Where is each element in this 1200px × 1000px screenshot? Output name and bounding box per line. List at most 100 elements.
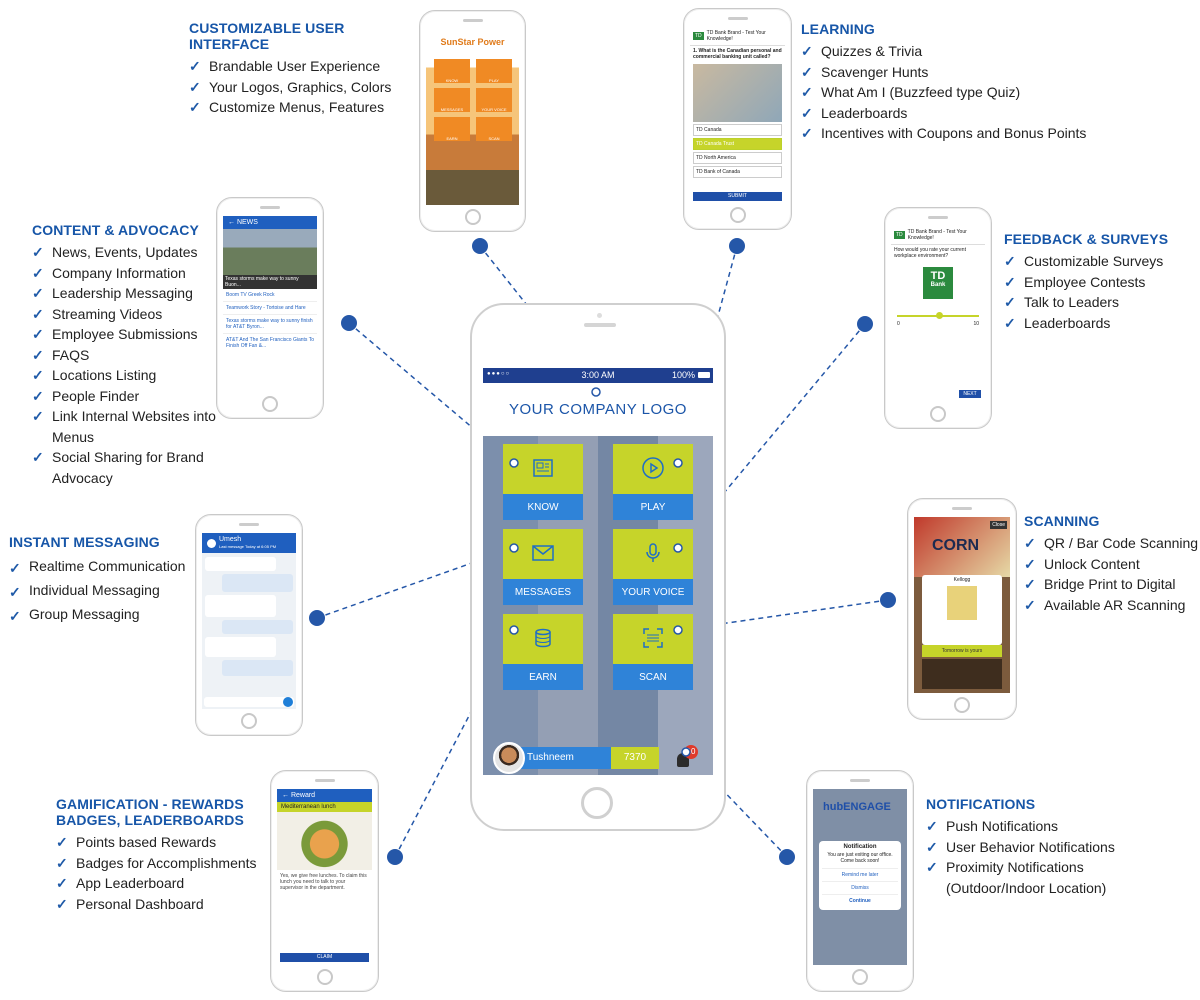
home-button [930, 406, 946, 422]
hubengage-logo: hubENGAGE [823, 801, 891, 813]
quiz-option[interactable]: TD North America [693, 152, 782, 164]
phone-gamification: ← Reward Mediterranean lunch Yes, we giv… [270, 770, 379, 992]
slider-handle[interactable] [936, 312, 944, 319]
avatar[interactable] [493, 742, 525, 774]
section-title: INSTANT MESSAGING [9, 534, 160, 550]
quiz-option[interactable]: TD Canada [693, 124, 782, 136]
news-header: ← NEWS [223, 216, 317, 229]
tile-label: EARN [503, 664, 583, 690]
list-item: ✓Brandable User Experience [189, 56, 419, 77]
list-item: ✓Company Information [32, 263, 217, 284]
check-icon: ✓ [56, 875, 68, 891]
rating-slider[interactable] [897, 311, 979, 321]
tile-scan[interactable]: SCAN [613, 614, 693, 690]
check-icon: ✓ [32, 346, 44, 363]
home-button[interactable] [581, 787, 613, 819]
tile-earn[interactable]: EARN [503, 614, 583, 690]
connector-dot [729, 238, 745, 254]
reward-photo [277, 812, 372, 870]
check-icon: ✓ [9, 560, 21, 576]
list-item: ✓Push Notifications [926, 816, 1136, 837]
list-item: ✓Proximity Notifications (Outdoor/Indoor… [926, 859, 1107, 896]
chat-bubble [205, 557, 276, 571]
list-item: ✓Points based Rewards [56, 832, 276, 853]
check-icon: ✓ [32, 449, 44, 465]
phone-feedback: TD TD Bank Brand - Test Your Knowledge! … [884, 207, 992, 429]
scale-min: 0 [897, 321, 900, 327]
user-bar[interactable]: Tushneem 7370 10 [483, 741, 713, 774]
submit-button[interactable]: SUBMIT [693, 192, 782, 201]
ar-card: Kellogg [922, 575, 1002, 645]
send-icon[interactable] [283, 697, 293, 707]
phone-scanning: CORN Close Kellogg Tomorrow is yours [907, 498, 1017, 720]
list-item: ✓App Leaderboard [56, 873, 276, 894]
news-item[interactable]: Teamwork Story - Tortoise and Hare [223, 302, 317, 315]
tile-messages[interactable]: MESSAGES [503, 529, 583, 605]
phone-customizable: SunStar Power KNOW PLAY MESSAGES YOUR VO… [419, 10, 526, 232]
check-icon: ✓ [801, 84, 813, 100]
chat-bubble [205, 637, 276, 657]
points-badge: 7370 [611, 747, 659, 769]
mini-tile: YOUR VOICE [476, 88, 512, 112]
tile-your-voice[interactable]: YOUR VOICE [613, 529, 693, 605]
check-icon: ✓ [1004, 273, 1016, 290]
news-item[interactable]: AT&T And The San Francisco Giants To Fin… [226, 337, 315, 349]
check-icon: ✓ [32, 285, 44, 301]
list-item: ✓Leadership Messaging [32, 283, 217, 304]
list-item: ✓Social Sharing for Brand Advocacy [32, 449, 204, 486]
news-item[interactable]: Boom TV Greek Rock [223, 289, 317, 302]
phone-notifications: hubENGAGE Notification You are just exit… [806, 770, 914, 992]
chat-bubble [205, 595, 276, 617]
continue-button[interactable]: Continue [822, 894, 898, 907]
list-item: ✓Your Logos, Graphics, Colors [189, 77, 419, 98]
chat-input[interactable] [204, 697, 294, 707]
check-icon: ✓ [1004, 253, 1016, 269]
phone-content: ← NEWS Texas storms make way to sunny Bu… [216, 197, 324, 419]
list-item: ✓Realtime Communication [9, 554, 204, 578]
list-item: ✓Leaderboards [1004, 313, 1194, 334]
reward-title: Mediterranean lunch [277, 802, 372, 812]
list-item: ✓Available AR Scanning [1024, 595, 1200, 616]
check-icon: ✓ [1004, 314, 1016, 331]
mini-tile: SCAN [476, 117, 512, 141]
news-item[interactable]: Texas storms make way to sunny finish fo… [223, 315, 317, 334]
mini-tile: MESSAGES [434, 88, 470, 112]
section-messaging: INSTANT MESSAGING ✓Realtime Communicatio… [9, 534, 204, 626]
claim-button[interactable]: CLAIM [280, 953, 369, 962]
quiz-option[interactable]: TD Canada Trust [693, 138, 782, 150]
check-icon: ✓ [32, 305, 44, 322]
list-item: ✓Employee Contests [1004, 272, 1194, 293]
list-item: ✓Customizable Surveys [1004, 251, 1194, 272]
section-gamification: GAMIFICATION - REWARDS BADGES, LEADERBOA… [56, 796, 276, 914]
tile-play[interactable]: PLAY [613, 444, 693, 520]
close-button[interactable]: Close [990, 521, 1007, 529]
check-icon: ✓ [32, 264, 44, 281]
list-item: ✓Group Messaging [9, 602, 204, 626]
list-item: ✓What Am I (Buzzfeed type Quiz) [801, 82, 1121, 103]
quiz-option[interactable]: TD Bank of Canada [693, 166, 782, 178]
reward-header: ← Reward [277, 789, 372, 802]
check-icon: ✓ [1024, 555, 1036, 572]
play-icon [642, 457, 664, 479]
phone-learning: TD TD Bank Brand - Test Your Knowledge! … [683, 8, 792, 230]
section-title: GAMIFICATION - REWARDS [56, 796, 244, 812]
check-icon: ✓ [926, 859, 938, 875]
check-icon: ✓ [801, 125, 813, 141]
section-title: CUSTOMIZABLE USER INTERFACE [189, 20, 345, 52]
status-time: 3:00 AM [581, 370, 615, 380]
quiz-photo [693, 64, 782, 122]
survey-question: How would you rate your current workplac… [894, 247, 966, 259]
section-title: NOTIFICATIONS [926, 796, 1036, 812]
tile-know[interactable]: KNOW [503, 444, 583, 520]
status-bar: ●●●○○ 3:00 AM 100% [483, 368, 713, 383]
next-button[interactable]: NEXT [959, 390, 981, 398]
check-icon: ✓ [1024, 596, 1036, 613]
remind-later-button[interactable]: Remind me later [822, 868, 898, 881]
check-icon: ✓ [1024, 576, 1036, 592]
list-item: ✓People Finder [32, 386, 217, 407]
connector-dot [880, 592, 896, 608]
section-content: CONTENT & ADVOCACY ✓News, Events, Update… [32, 222, 217, 488]
dismiss-button[interactable]: Dismiss [822, 881, 898, 894]
